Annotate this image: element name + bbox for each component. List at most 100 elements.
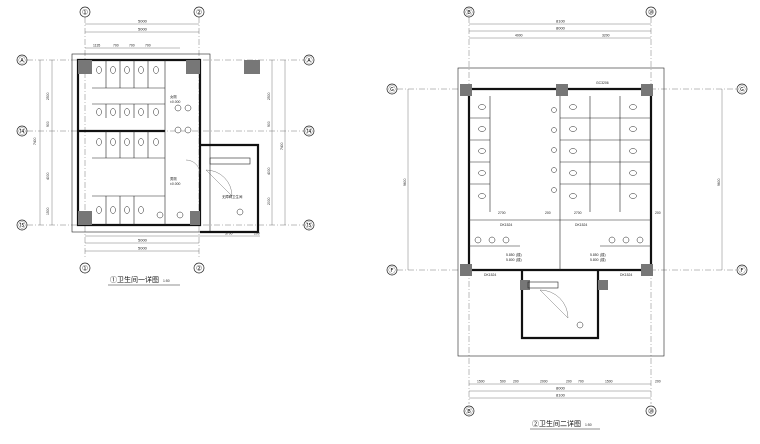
dim-top-total: 5000 [138,19,148,24]
inner-dim-3: 200 [545,211,551,215]
plan-2-scale: 1:50 [585,423,592,427]
axis-bubble-bottom-1 [79,262,91,274]
axis-label-right-14: ⑭ [306,128,313,136]
window-label-top: GC3206 [596,81,609,85]
axis-label-left-A: Ⓐ [19,57,26,65]
dim-top-seg-2: 700 [113,44,119,48]
axis-bubble-right-15 [303,219,315,231]
dim2-bottom-seg-1: 1500 [477,380,485,384]
dim-bottom-seg-3: 200 [254,232,260,236]
column-5 [244,60,260,74]
axis-bubble-bottom-10 [645,405,657,417]
level-suffix-3: (楼) [600,252,606,257]
accessible-room-note: 无障碍卫生间 [222,194,243,199]
stalls-left-block [469,96,557,212]
dim-right-seg-3: 4000 [267,167,271,175]
axis-bubble-right-14 [303,125,315,137]
level-suffix-4: (楼) [600,257,606,262]
axis-label-bottom-10: ⑩ [648,408,654,416]
dim2-bottom-seg-3: 200 [513,380,519,384]
dim-top-sub: 5000 [138,27,148,32]
column2-5 [641,264,653,276]
column-4 [190,211,200,225]
dim2-bottom-seg-2: 500 [500,380,506,384]
axis-label-top-1: ① [82,9,88,17]
dim2-bottom-seg-4: 2000 [540,380,548,384]
axis-label-bottom-2: ② [196,265,202,273]
dim2-bottom-seg-8: 200 [655,380,661,384]
dim2-top-seg-2: 3200 [602,34,610,38]
inner-dim-1: 2700 [498,211,506,215]
axis-bubble-bottom-B [463,405,475,417]
dim-top-seg-3: 700 [129,44,135,48]
dim2-left-total: 9600 [403,178,407,186]
level-suffix-2: (楼) [516,257,522,262]
axis-label-right-15: ⑮ [306,222,313,230]
level-label-upper: ±0.000 [170,100,180,104]
axis-label-right-F: Ⓕ [739,267,746,275]
inner-dim-4: 200 [655,211,661,215]
plan-1-scale: 1:50 [163,279,170,283]
level-suffix-1: (楼) [516,252,522,257]
dim-right-seg-1: 2500 [267,92,271,100]
dim-bottom-seg-2: 3700 [225,232,233,236]
axis-bubble-right-F [736,264,748,276]
level-label-1: 5.850 [506,253,515,257]
door-label-2: DK1524 [575,223,587,227]
column2-1 [460,84,472,96]
dim-left-seg-1: 2500 [46,92,50,100]
dim2-bottom-seg-7: 1500 [605,380,613,384]
column2-4 [460,264,472,276]
axis-bubble-right-A [303,54,315,66]
accessible-room-walls [200,143,260,234]
axis-label-right-G: Ⓖ [739,86,746,94]
column-1 [78,60,92,74]
dim2-bottom-total2: 8100 [556,393,566,398]
level-label-3: 5.850 [590,253,599,257]
plan-2-title: ②卫生间二详图 [532,419,581,428]
lower-room-walls [520,270,600,340]
dim-left-seg-2: 900 [46,121,50,127]
dim2-top-seg-1: 4000 [515,34,523,38]
level-label-4: 5.800 [590,258,599,262]
column2-6 [520,280,530,290]
plan-2: Ⓑ ⑩ 8100 8000 4000 3200 Ⓖ Ⓕ Ⓖ Ⓕ 9600 960… [386,6,748,430]
dim-left-seg-4: 1500 [46,207,50,215]
level-label-2: 5.800 [506,258,515,262]
axis-label-top-B: Ⓑ [466,9,473,17]
stalls-lower [92,131,201,225]
outer-boundary-2 [457,67,665,357]
axis-label-left-F: Ⓕ [389,267,396,275]
plan-1: ① ② 5000 5000 1135 700 700 700 Ⓐ ⑭ ⑮ Ⓐ ⑭… [16,6,315,286]
room-label-lower: 男厕 [170,176,177,181]
axis-label-bottom-1: ① [82,265,88,273]
axis-bubble-right-G [736,83,748,95]
dim2-top-total: 8100 [556,19,566,24]
dim-bottom-total: 5000 [138,246,148,251]
axis-label-right-A: Ⓐ [306,57,313,65]
dim2-bottom-seg-5: 200 [566,380,572,384]
dim-left-total: 7400 [33,137,37,145]
axis-label-top-10: ⑩ [648,9,654,17]
dim2-bottom-seg-6: 700 [578,380,584,384]
plan-1-title: ①卫生间一详图 [110,275,159,284]
door-label-1: DK1524 [500,223,512,227]
door-label-3: DK1524 [484,273,496,277]
axis-label-left-15: ⑮ [19,222,26,230]
stalls-right-block [560,96,651,212]
column2-7 [598,280,608,290]
axis-label-left-G: Ⓖ [389,86,396,94]
dim-top-seg-1: 1135 [93,44,100,48]
axis-label-left-14: ⑭ [19,128,26,136]
dim-right-seg-4: 2000 [267,197,271,205]
level-label-lower: ±0.000 [170,182,180,186]
inner-dim-2: 2700 [574,211,582,215]
stalls-upper [92,60,192,134]
room-label-upper: 女厕 [170,94,177,99]
dim-bottom-sub: 5000 [138,238,148,243]
axis-label-bottom-B: Ⓑ [466,408,473,416]
column2-2 [556,84,568,96]
dim2-bottom-total: 8000 [556,386,566,391]
dim-right-total: 7400 [280,142,284,150]
